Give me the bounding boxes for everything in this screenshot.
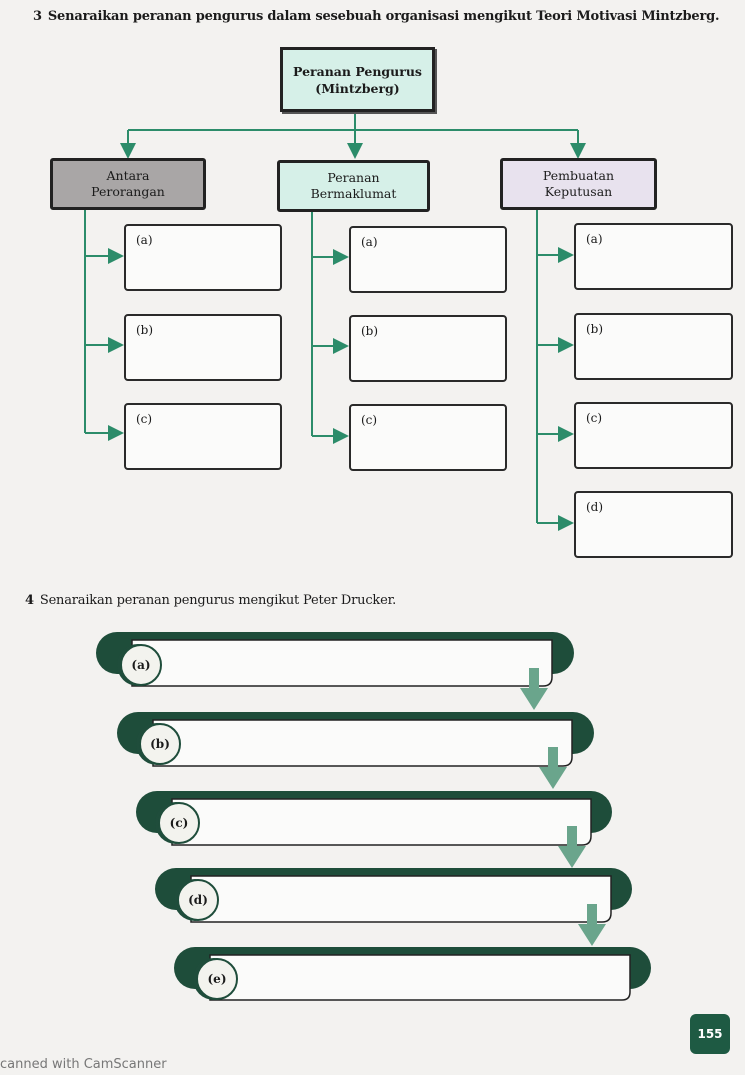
scroll-answer-field[interactable] [202, 801, 587, 841]
scroll-label-text: (d) [188, 893, 208, 907]
question-4-title: 4 Senaraikan peranan pengurus mengikut Pe… [25, 593, 396, 608]
answer-box[interactable]: (a) [574, 223, 733, 290]
page-number-badge: 155 [690, 1014, 730, 1054]
down-arrow-icon [558, 826, 586, 868]
category-box-decisional: Pembuatan Keputusan [500, 158, 657, 210]
answer-label: (b) [361, 324, 379, 338]
question-number: 3 [33, 9, 42, 24]
answer-box[interactable]: (a) [349, 226, 507, 293]
scroll-label-text: (a) [131, 658, 151, 672]
scroll-answer-field[interactable] [183, 722, 568, 762]
answer-label: (d) [586, 500, 604, 514]
chart-root-box: Peranan Pengurus (Mintzberg) [280, 47, 435, 112]
answer-box[interactable]: (c) [349, 404, 507, 471]
answer-label: (c) [361, 413, 378, 427]
answer-label: (b) [136, 323, 154, 337]
category-line1: Antara [106, 168, 150, 183]
category-line2: Keputusan [544, 184, 613, 199]
watermark-text: canned with CamScanner [0, 1057, 167, 1072]
scanner-watermark: canned with CamScanner [0, 1057, 167, 1072]
chart-root-line1: Peranan Pengurus [293, 63, 422, 79]
question-text: Senaraikan peranan pengurus dalam sesebu… [47, 9, 720, 24]
down-arrow-icon [539, 747, 567, 789]
scroll-label-text: (e) [207, 972, 227, 986]
scroll-label: (b) [139, 723, 181, 765]
answer-box[interactable]: (b) [574, 313, 733, 380]
down-arrow-icon [520, 668, 548, 710]
category-box-interpersonal: Antara Perorangan [50, 158, 206, 210]
scroll-answer-field[interactable] [240, 957, 625, 997]
answer-label: (a) [586, 232, 603, 246]
answer-label: (c) [136, 412, 153, 426]
down-arrow-icon [578, 904, 606, 946]
answer-box[interactable]: (a) [124, 224, 282, 291]
question-text: Senaraikan peranan pengurus mengikut Pet… [39, 593, 397, 608]
scroll-label: (e) [196, 958, 238, 1000]
scroll-label-text: (b) [150, 737, 170, 751]
category-line2: Perorangan [91, 184, 165, 199]
answer-label: (c) [586, 411, 603, 425]
category-line1: Pembuatan [542, 168, 615, 183]
answer-label: (a) [136, 233, 153, 247]
answer-box[interactable]: (c) [574, 402, 733, 469]
answer-box[interactable]: (d) [574, 491, 733, 558]
category-box-informational: Peranan Bermaklumat [277, 160, 430, 212]
answer-label: (b) [586, 322, 604, 336]
scroll-label: (d) [177, 879, 219, 921]
answer-box[interactable]: (b) [124, 314, 282, 381]
page-number: 155 [697, 1027, 723, 1041]
scroll-answer-field[interactable] [162, 642, 547, 682]
category-line2: Bermaklumat [310, 186, 397, 201]
category-line1: Peranan [327, 170, 380, 185]
question-number: 4 [25, 593, 34, 608]
scroll-label-text: (c) [169, 816, 189, 830]
scroll-label: (a) [120, 644, 162, 686]
answer-label: (a) [361, 235, 378, 249]
scroll-label: (c) [158, 802, 200, 844]
scroll-answer-field[interactable] [221, 878, 606, 918]
answer-box[interactable]: (b) [349, 315, 507, 382]
chart-root-line2: (Mintzberg) [315, 80, 400, 96]
question-3-title: 3 Senaraikan peranan pengurus dalam seseb… [33, 9, 720, 24]
answer-box[interactable]: (c) [124, 403, 282, 470]
